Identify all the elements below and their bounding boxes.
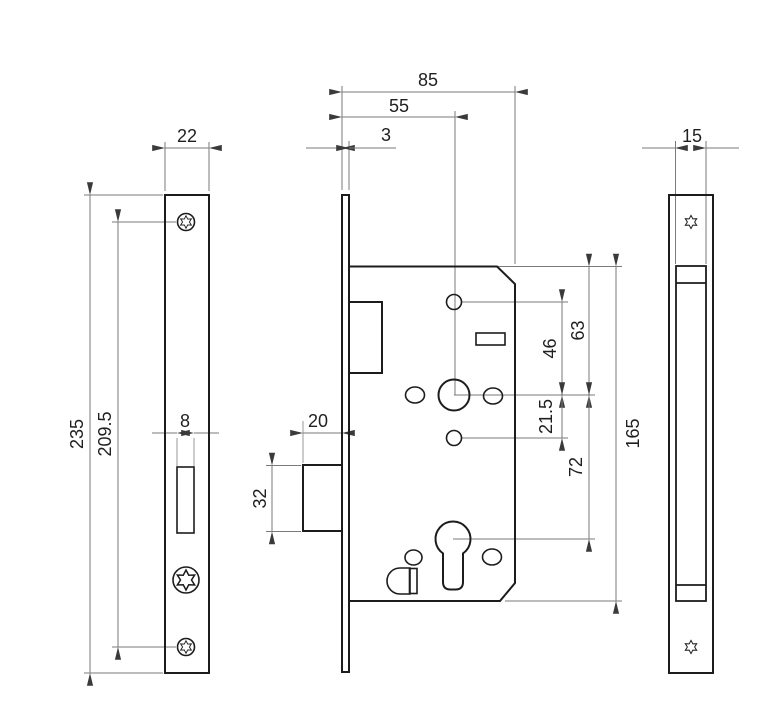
side-plate-outline — [668, 194, 714, 674]
dim-label-follower-to-lower-hole: 21.5 — [536, 399, 556, 434]
deadbolt — [302, 464, 343, 532]
torx-screw-icon — [180, 640, 192, 654]
latch-bolt — [348, 301, 383, 374]
front-plate-view — [164, 194, 210, 674]
torx-screw-icon — [684, 639, 698, 655]
dimension-labels: 22 85 55 3 15 20 8 235 209.5 32 46 21.5 … — [67, 70, 702, 509]
side-edge-view — [668, 194, 714, 674]
dim-label-case-depth: 85 — [418, 70, 438, 90]
torx-screw-icon — [684, 214, 698, 230]
dim-label-hole-to-follower: 46 — [540, 338, 560, 358]
screw-hole-top — [176, 212, 196, 232]
fixing-hole-lower — [445, 429, 463, 447]
dim-label-follower-to-cylinder: 72 — [566, 457, 586, 477]
faceplate-edge — [341, 194, 350, 673]
dimension-lines — [84, 86, 739, 686]
spindle-follower-hole — [437, 378, 471, 412]
side-hole-left — [404, 386, 426, 404]
stop-cam — [386, 567, 411, 595]
dim-label-side-case-width: 15 — [682, 126, 702, 146]
dim-label-plate-height: 235 — [67, 419, 87, 449]
screw-hole-middle — [172, 566, 200, 594]
torx-screw-icon — [180, 215, 192, 229]
small-hole-left-lower — [404, 549, 423, 566]
dim-label-bolt-height: 32 — [250, 488, 270, 508]
slot-opening — [475, 332, 506, 346]
dim-label-cutout-width: 8 — [180, 411, 190, 431]
dim-label-case-height: 165 — [623, 418, 643, 448]
case-body-side — [675, 265, 707, 602]
torx-screw-icon — [176, 569, 196, 591]
dim-label-plate-width: 22 — [177, 126, 197, 146]
dim-label-backset: 55 — [389, 96, 409, 116]
small-hole-right-lower — [481, 548, 503, 566]
fixing-hole-top — [445, 293, 463, 311]
front-plate-outline — [164, 194, 210, 674]
lock-case-view — [302, 194, 516, 673]
side-hole-right — [482, 387, 504, 405]
stop-cam-plate — [408, 567, 418, 595]
dim-label-bolt-throw: 20 — [308, 411, 328, 431]
euro-cylinder-hole — [434, 520, 472, 591]
dim-label-case-top-to-follower: 63 — [568, 320, 588, 340]
lock-case-outline — [348, 265, 516, 602]
dim-label-screw-spacing: 209.5 — [95, 411, 115, 456]
screw-hole-bottom — [176, 637, 196, 657]
latch-cutout — [176, 466, 195, 534]
dim-label-faceplate-thickness: 3 — [381, 125, 391, 145]
